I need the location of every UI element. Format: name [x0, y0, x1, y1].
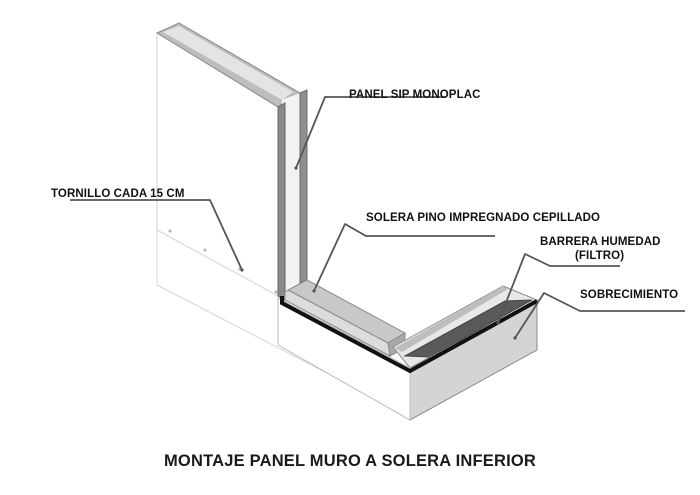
- leader-sill-dot: [312, 289, 316, 293]
- label-moisture-barrier-filter: (FILTRO): [575, 250, 625, 262]
- label-screw: TORNILLO CADA 15 CM: [51, 188, 185, 200]
- leader-panel-dot: [294, 166, 298, 170]
- sip-panel-inner-board: [299, 89, 308, 284]
- label-moisture-barrier: BARRERA HUMEDAD: [540, 236, 661, 248]
- leader-foundation-dot: [513, 336, 517, 340]
- leader-barrier: [497, 253, 620, 324]
- leader-lines: [70, 96, 685, 339]
- label-panel-sip: PANEL SIP MONOPLAC: [349, 89, 481, 101]
- moisture-barrier-bevel: [395, 286, 508, 352]
- label-foundation: SOBRECIMIENTO: [580, 289, 679, 301]
- moisture-barrier-strip: [403, 299, 533, 358]
- leader-foundation: [514, 292, 685, 339]
- sip-panel-outer-board: [277, 102, 286, 301]
- sip-panel-core: [282, 93, 300, 291]
- label-sill-plate: SOLERA PINO IMPREGNADO CEPILLADO: [366, 212, 601, 224]
- leader-sill: [313, 223, 495, 292]
- foundation-left-face: [277, 297, 411, 421]
- moisture-barrier-line: [280, 296, 538, 374]
- leader-panel: [295, 96, 445, 169]
- leader-screw: [70, 199, 243, 271]
- leader-barrier-dot: [496, 321, 500, 325]
- sip-panel-top-edge-inner: [163, 26, 293, 100]
- leader-screw-dot: [240, 268, 244, 272]
- sill-plate-end: [284, 289, 391, 357]
- diagram-title: MONTAJE PANEL MURO A SOLERA INFERIOR: [163, 452, 537, 470]
